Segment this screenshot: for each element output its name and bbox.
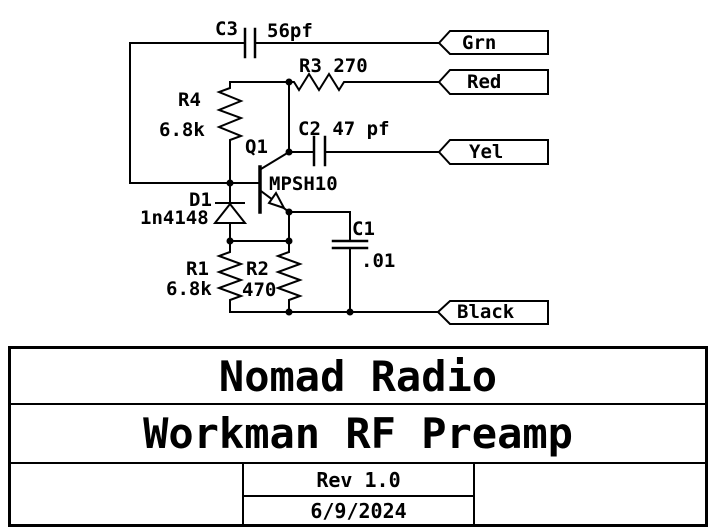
junction-dot <box>346 308 354 316</box>
d1-ref-label: D1 <box>189 189 212 211</box>
r2-value-label: 470 <box>242 279 276 301</box>
company-row: Nomad Radio <box>11 349 705 405</box>
schematic-canvas: C3 56pf R3 270 R4 6.8k Q1 C2 47 pf MPSH1… <box>129 18 549 325</box>
revision-cell: Rev 1.0 <box>244 464 473 497</box>
q1-collector <box>259 150 291 171</box>
r2-ref-label: R2 <box>246 258 269 280</box>
c3-ref-label: C3 <box>215 18 238 40</box>
r3-label: R3 270 <box>299 55 368 77</box>
c2-label: C2 47 pf <box>298 118 390 140</box>
resistor-r3 <box>288 72 440 92</box>
junction-dot <box>226 237 234 245</box>
c1-value-label: .01 <box>361 250 395 272</box>
flag-grn <box>437 30 549 55</box>
r4-value-label: 6.8k <box>159 119 205 141</box>
flag-red <box>437 69 549 95</box>
q1-emitter-arrow-icon <box>267 191 287 210</box>
info-row: Rev 1.0 6/9/2024 <box>11 464 705 524</box>
diode-d1-triangle <box>212 202 248 224</box>
company-name: Nomad Radio <box>218 351 498 401</box>
wire-input-loop <box>129 42 259 184</box>
c3-value-label: 56pf <box>267 20 313 42</box>
d1-part-label: 1n4148 <box>140 207 209 229</box>
revision-text: Rev 1.0 <box>316 467 401 492</box>
date-text: 6/9/2024 <box>310 498 407 523</box>
revision-date-cell: Rev 1.0 6/9/2024 <box>242 464 475 524</box>
resistor-r4 <box>216 81 244 184</box>
flag-black-label: Black <box>457 301 515 323</box>
flag-yel <box>437 139 549 165</box>
r4-ref-label: R4 <box>178 89 201 111</box>
r1-ref-label: R1 <box>186 258 209 280</box>
date-cell: 6/9/2024 <box>244 497 473 524</box>
flag-yel-label: Yel <box>469 141 503 163</box>
flag-red-label: Red <box>467 71 501 93</box>
resistor-r1 <box>216 240 244 313</box>
title-block: Nomad Radio Workman RF Preamp Rev 1.0 6/… <box>8 346 708 527</box>
junction-dot <box>285 237 293 245</box>
flag-black <box>436 300 549 325</box>
junction-dot <box>285 308 293 316</box>
junction-dot <box>285 148 293 156</box>
r1-value-label: 6.8k <box>166 278 212 300</box>
c1-ref-label: C1 <box>352 218 375 240</box>
junction-dot <box>285 208 293 216</box>
q1-ref-label: Q1 <box>245 136 268 158</box>
q1-part-label: MPSH10 <box>269 173 338 195</box>
resistor-r2 <box>275 240 303 313</box>
junction-dot <box>285 78 293 86</box>
flag-grn-label: Grn <box>462 32 496 54</box>
title-row: Workman RF Preamp <box>11 405 705 464</box>
junction-dot <box>226 179 234 187</box>
project-title: Workman RF Preamp <box>143 409 573 458</box>
